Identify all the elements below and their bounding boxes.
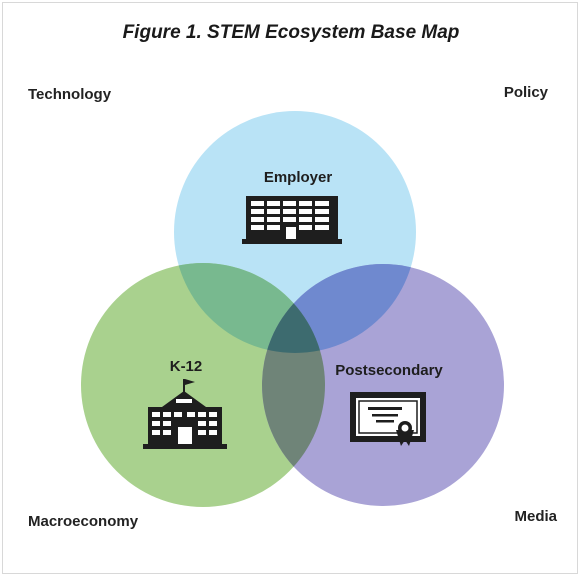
postsecondary-label: Postsecondary xyxy=(335,362,443,379)
figure-title: Figure 1. STEM Ecosystem Base Map xyxy=(122,22,460,43)
corner-label-technology: Technology xyxy=(28,86,112,103)
employer-postsecondary-overlap xyxy=(262,264,416,353)
office-building-icon xyxy=(242,196,342,244)
employer-k12-overlap xyxy=(174,263,325,353)
school-building-icon xyxy=(143,379,227,449)
corner-label-media: Media xyxy=(514,508,557,525)
corner-label-policy: Policy xyxy=(503,84,548,101)
corner-label-macroeconomy: Macroeconomy xyxy=(28,513,139,530)
diploma-certificate-icon xyxy=(350,392,426,446)
k12-label: K-12 xyxy=(170,358,203,375)
employer-label: Employer xyxy=(264,169,333,186)
